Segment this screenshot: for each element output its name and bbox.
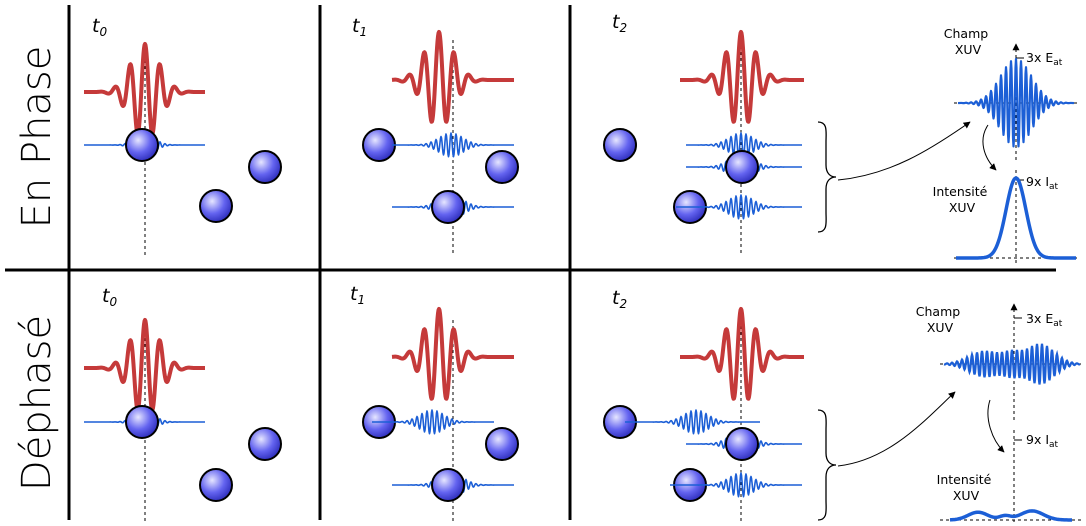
r2-t2-laser-pulse	[680, 309, 804, 399]
r1-t2-atom-a	[604, 129, 636, 161]
row-label-dephase: Déphasé	[14, 315, 60, 491]
field-label-r2-line1: Champ	[916, 304, 960, 319]
r1-t0-atom-b	[249, 151, 281, 183]
r2-t0-atom-b	[249, 428, 281, 460]
r1-t0-atom-c	[200, 190, 232, 222]
intensity-label-r1-line1: Intensité	[933, 184, 988, 199]
r1-t1-atom-b	[486, 151, 518, 183]
intensity-label-r2-line2: XUV	[953, 488, 980, 503]
r2-arrow-to-field	[838, 392, 955, 466]
time-label-r1-t2: t2	[612, 11, 627, 35]
field-scale-r2: 3x Eat	[1026, 311, 1063, 329]
intensity-label-r1-line2: XUV	[949, 200, 976, 215]
intensity-scale-r1: 9x Iat	[1026, 174, 1059, 192]
r2-t0-atom-c	[200, 469, 232, 501]
r1-arrow-to-field	[838, 122, 970, 180]
time-label-r2-t2: t2	[612, 287, 627, 311]
intensity-scale-r2: 9x Iat	[1026, 432, 1059, 450]
r1-t1-atom-a	[363, 129, 395, 161]
r2-t1-atom-b	[486, 428, 518, 460]
r2-arrow-field-to-intensity	[988, 400, 1004, 452]
r2-t1-atom-c	[432, 469, 464, 501]
time-label-r2-t1: t1	[350, 283, 365, 307]
r2-t0-atom-a	[126, 406, 158, 438]
r1-arrow-field-to-intensity	[983, 125, 996, 170]
r2-t2-atom-b	[726, 428, 758, 460]
r2-intensity-xuv-trace	[950, 511, 1072, 520]
r1-t0-atom-a	[126, 129, 158, 161]
time-label-r1-t0: t0	[92, 15, 107, 39]
row-label-en-phase: En Phase	[14, 46, 60, 229]
field-label-r1-line2: XUV	[955, 42, 982, 57]
intensity-label-r2-line1: Intensité	[937, 472, 992, 487]
r2-brace	[818, 410, 836, 520]
field-scale-r1: 3x Eat	[1026, 50, 1063, 68]
field-label-r2-line2: XUV	[927, 320, 954, 335]
time-label-r2-t0: t0	[102, 285, 117, 309]
r1-t1-atom-c	[432, 191, 464, 223]
field-label-r1-line1: Champ	[944, 26, 988, 41]
r1-t2-laser-pulse	[680, 32, 804, 122]
time-label-r1-t1: t1	[352, 15, 367, 39]
r1-t2-atom-b	[726, 151, 758, 183]
r1-brace	[818, 122, 836, 232]
